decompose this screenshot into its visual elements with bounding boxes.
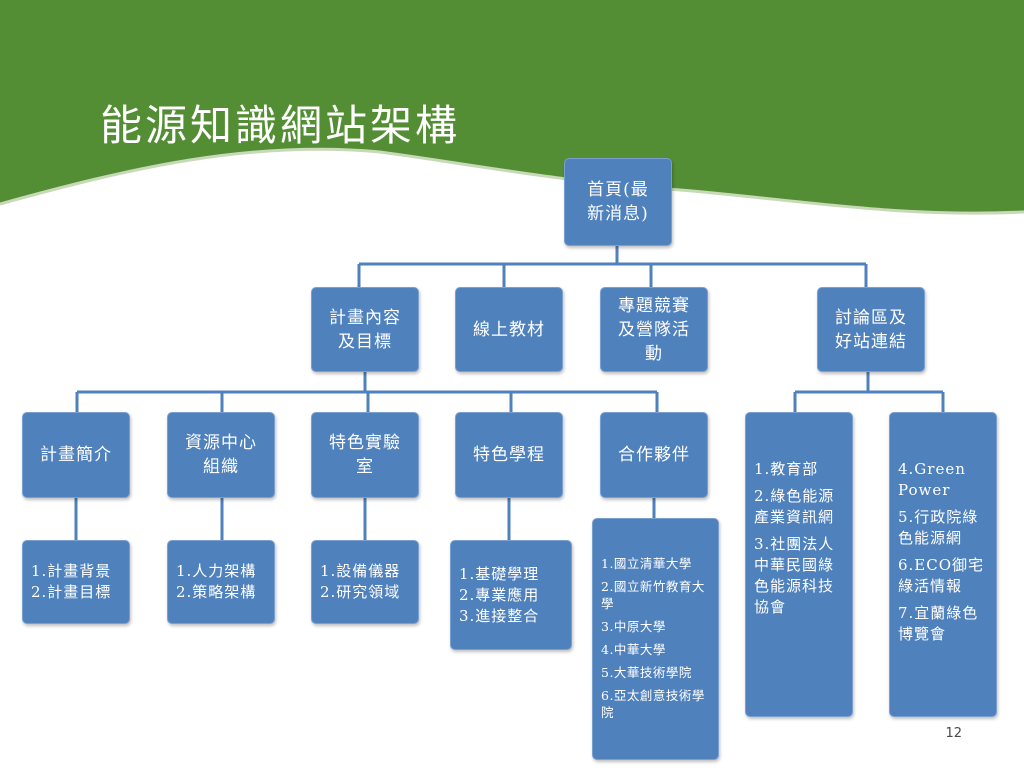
node-plan-intro-label: 計畫簡介 [40,445,112,465]
list-item: 2.綠色能源產業資訊網 [754,487,835,526]
list-item: 4.中華大學 [601,642,666,657]
node-home: 首頁(最 新消息) [564,158,672,246]
list-item: 6.亞太創意技術學院 [601,688,705,720]
list-item: 7.宜蘭綠色博覽會 [898,604,979,643]
connector-level2-level3 [74,497,656,540]
connector-plan-level2 [75,371,659,412]
list-item: 1.基礎學理 [459,564,540,583]
banner-wave-edge [0,147,1024,215]
partners-details: 1.國立清華大學 2.國立新竹教育大學 3.中原大學 4.中華大學 5.大華技術… [592,518,719,760]
node-plan-intro: 計畫簡介 [22,412,130,498]
links-list-1: 1.教育部 2.綠色能源產業資訊網 3.社團法人中華民國綠色能源科技協會 [745,412,853,717]
list-item: 4.Green Power [898,460,966,499]
list-item: 3.社團法人中華民國綠色能源科技協會 [754,535,835,616]
list-item: 3.中原大學 [601,619,666,634]
list-item: 1.設備儀器 [320,562,401,580]
connector-forum-links [793,371,945,412]
page-title: 能源知識網站架構 [100,101,461,150]
list-item: 2.專業應用 [459,585,540,604]
list-item: 1.國立清華大學 [601,556,692,571]
page-number: 12 [945,726,962,741]
node-forum-label: 討論區及 好站連結 [835,307,907,352]
list-item: 1.計畫背景 [31,562,112,580]
node-competition: 專題競賽 及營隊活 動 [600,287,708,372]
list-item: 3.進接整合 [459,606,540,625]
list-item: 5.大華技術學院 [601,665,692,680]
node-home-label: 首頁(最 新消息) [587,180,649,224]
node-plan: 計畫內容 及目標 [311,287,419,372]
node-plan-label: 計畫內容 及目標 [329,307,401,352]
list-item: 5.行政院綠色能源網 [898,508,979,547]
node-partners: 合作夥伴 [600,412,708,498]
list-item: 1.人力架構 [176,562,257,580]
node-partners-label: 合作夥伴 [618,445,690,465]
node-forum: 討論區及 好站連結 [817,287,925,372]
list-item: 1.教育部 [754,460,819,478]
node-competition-label: 專題競賽 及營隊活 動 [618,295,690,364]
featured-program-details: 1.基礎學理 2.專業應用 3.進接整合 [450,540,572,650]
featured-lab-details: 1.設備儀器 2.研究領域 [311,540,419,624]
node-featured-lab: 特色實驗 室 [311,412,419,498]
list-item: 6.ECO御宅綠活情報 [898,556,985,595]
node-featured-program: 特色學程 [455,412,563,498]
node-online-materials-label: 線上教材 [473,319,545,340]
node-online-materials: 線上教材 [455,287,563,372]
list-item: 2.國立新竹教育大學 [601,579,705,611]
resource-center-details: 1.人力架構 2.策略架構 [167,540,275,624]
node-resource-center-label: 資源中心 組織 [185,433,257,477]
list-item: 2.研究領域 [320,583,401,601]
links-list-2: 4.Green Power 5.行政院綠色能源網 6.ECO御宅綠活情報 7.宜… [889,412,997,717]
node-featured-lab-label: 特色實驗 室 [329,433,401,477]
banner-wave [0,0,1024,214]
connector-root-level1 [357,245,868,287]
node-resource-center: 資源中心 組織 [167,412,275,498]
list-item: 2.計畫目標 [31,583,112,601]
list-item: 2.策略架構 [176,583,257,601]
node-featured-program-label: 特色學程 [473,445,545,465]
plan-intro-details: 1.計畫背景 2.計畫目標 [22,540,130,624]
banner-background [0,0,1024,215]
